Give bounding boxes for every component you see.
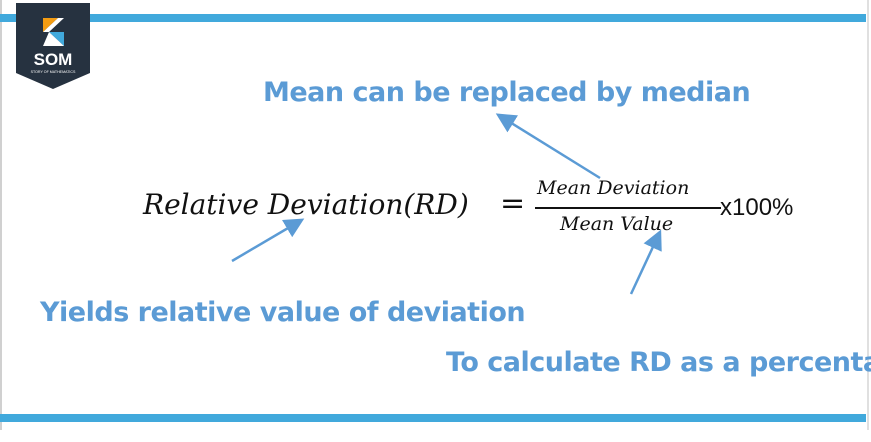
logo-subtitle: STORY OF MATHEMATICS — [31, 70, 76, 74]
equation-equals: = — [500, 186, 526, 221]
arrow-to-multiplier — [629, 229, 662, 295]
right-border — [867, 0, 869, 430]
logo-text: SOM — [34, 50, 73, 69]
fraction-bar — [535, 207, 721, 209]
som-logo: SOM STORY OF MATHEMATICS — [16, 3, 90, 89]
fraction-numerator: Mean Deviation — [537, 177, 690, 199]
arrow-to-lhs — [231, 218, 305, 263]
annotation-percentage: To calculate RD as a percentage — [446, 347, 871, 378]
multiplier: x100% — [720, 194, 794, 221]
top-accent-bar — [0, 14, 866, 22]
left-border — [0, 0, 2, 430]
annotation-relative-value: Yields relative value of deviation — [40, 297, 526, 328]
arrow-to-median-note — [495, 113, 601, 180]
equation-lhs: Relative Deviation(RD) — [143, 188, 469, 221]
bottom-accent-bar — [0, 414, 866, 422]
annotation-median: Mean can be replaced by median — [263, 77, 751, 108]
